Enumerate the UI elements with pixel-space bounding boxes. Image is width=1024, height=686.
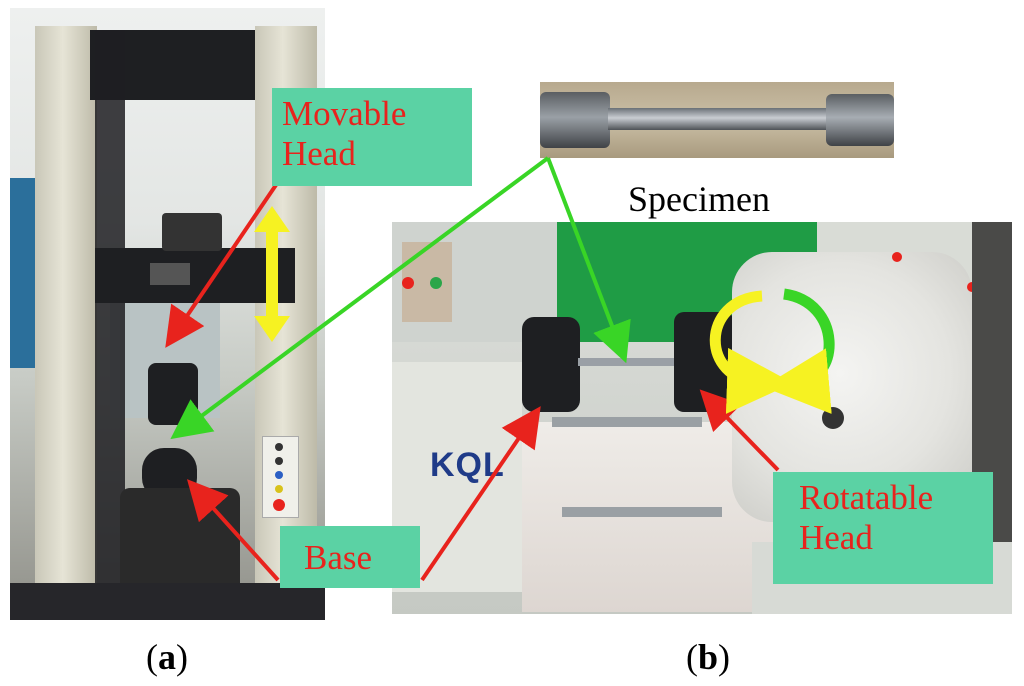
- control-panel: [262, 436, 299, 518]
- caption-b: (b): [686, 637, 731, 677]
- vertical-motion-arrow: [254, 206, 290, 342]
- label-movable-head-line2: Head: [282, 134, 356, 173]
- caption-a: (a): [146, 637, 188, 677]
- label-rotatable-head-line1: Rotatable: [799, 478, 934, 517]
- rotation-arrow-yellow: [709, 290, 793, 414]
- label-base: Base: [280, 526, 420, 588]
- photo-specimen: [540, 82, 894, 158]
- arrow-rotatable-head: [699, 389, 780, 472]
- arrow-base-right: [420, 406, 541, 582]
- label-movable-head: Movable Head: [272, 88, 472, 186]
- rotation-arrow-green: [763, 288, 835, 414]
- arrow-base-left: [186, 479, 280, 582]
- left-column: [35, 26, 97, 620]
- label-specimen: Specimen: [628, 179, 770, 219]
- left-chuck: [522, 317, 580, 412]
- arrow-specimen-left: [170, 156, 550, 440]
- caption-b-letter: b: [698, 637, 719, 677]
- arrow-specimen-right: [546, 157, 631, 364]
- moving-crossbeam: [95, 248, 295, 303]
- label-movable-head-line1: Movable: [282, 94, 407, 133]
- arrow-movable-head: [165, 180, 280, 348]
- label-rotatable-head: Rotatable Head: [773, 472, 993, 584]
- label-rotatable-head-line2: Head: [799, 518, 873, 557]
- caption-a-letter: a: [158, 637, 176, 677]
